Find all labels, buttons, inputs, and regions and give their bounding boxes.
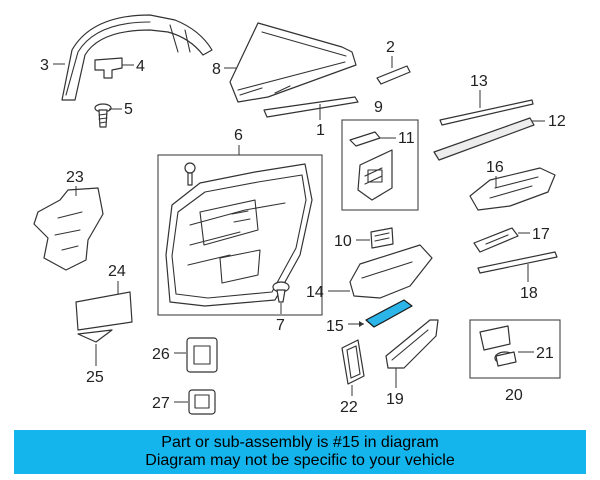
callout-17: 17 <box>532 226 550 243</box>
callout-16: 16 <box>486 159 504 176</box>
part-6-door-trim-panel <box>165 163 313 307</box>
part-12-molding <box>433 117 535 161</box>
callout-8: 8 <box>212 61 221 78</box>
part-16-handle <box>469 167 556 211</box>
part-24-panel <box>75 291 133 331</box>
box-20 <box>469 319 561 379</box>
box-6 <box>157 154 323 316</box>
callout-22: 22 <box>340 399 358 416</box>
part-27-switch <box>188 389 216 415</box>
callout-25: 25 <box>86 369 104 386</box>
callout-4: 4 <box>136 58 145 75</box>
part-17-bezel <box>473 227 519 253</box>
callout-12: 12 <box>548 113 566 130</box>
part-19-trim <box>385 319 439 369</box>
part-11-bracket <box>349 131 393 201</box>
callout-1: 1 <box>316 122 325 139</box>
callout-10: 10 <box>334 233 352 250</box>
part-13-molding <box>439 99 534 126</box>
part-25-pad <box>77 329 113 343</box>
callout-27: 27 <box>152 395 170 412</box>
part-14-armrest <box>349 244 433 299</box>
callout-5: 5 <box>124 101 133 118</box>
part-8-sunshade <box>229 22 357 103</box>
part-7-push-pin <box>272 281 290 303</box>
callout-19: 19 <box>386 391 404 408</box>
callout-24: 24 <box>108 263 126 280</box>
part-22-cover <box>341 339 365 385</box>
part-3-frame-molding <box>61 14 213 101</box>
part-6-clip <box>184 162 196 186</box>
callout-3: 3 <box>40 57 49 74</box>
callout-26: 26 <box>152 346 170 363</box>
callout-2: 2 <box>386 39 395 56</box>
callout-15: 15 <box>326 318 344 335</box>
part-23-insulator <box>33 187 104 271</box>
callout-11: 11 <box>398 130 415 147</box>
callout-14: 14 <box>306 284 324 301</box>
part-15-highlighted <box>365 299 413 328</box>
part-5-screw <box>94 103 112 128</box>
callout-21: 21 <box>536 345 554 362</box>
part-4-clip <box>94 57 123 79</box>
callout-20: 20 <box>505 387 523 404</box>
box-9 <box>341 119 419 211</box>
part-2-trim <box>376 65 411 85</box>
part-26-switch <box>186 337 218 373</box>
part-1-belt-molding <box>263 96 359 118</box>
callout-18: 18 <box>520 285 538 302</box>
part-21-handle-assembly <box>479 325 517 367</box>
part-10-bracket <box>370 227 394 249</box>
info-banner: Part or sub-assembly is #15 in diagram D… <box>14 430 586 474</box>
part-18-strip <box>477 251 558 274</box>
callout-9: 9 <box>374 99 383 116</box>
parts-diagram: 3 4 5 8 2 1 9 11 13 <box>33 14 566 416</box>
callout-13: 13 <box>470 73 488 90</box>
callout-7: 7 <box>276 317 285 334</box>
banner-line-disclaimer: Diagram may not be specific to your vehi… <box>145 452 455 469</box>
banner-line-part: Part or sub-assembly is #15 in diagram <box>161 434 439 451</box>
callout-23: 23 <box>66 169 84 186</box>
callout-6: 6 <box>234 127 243 144</box>
